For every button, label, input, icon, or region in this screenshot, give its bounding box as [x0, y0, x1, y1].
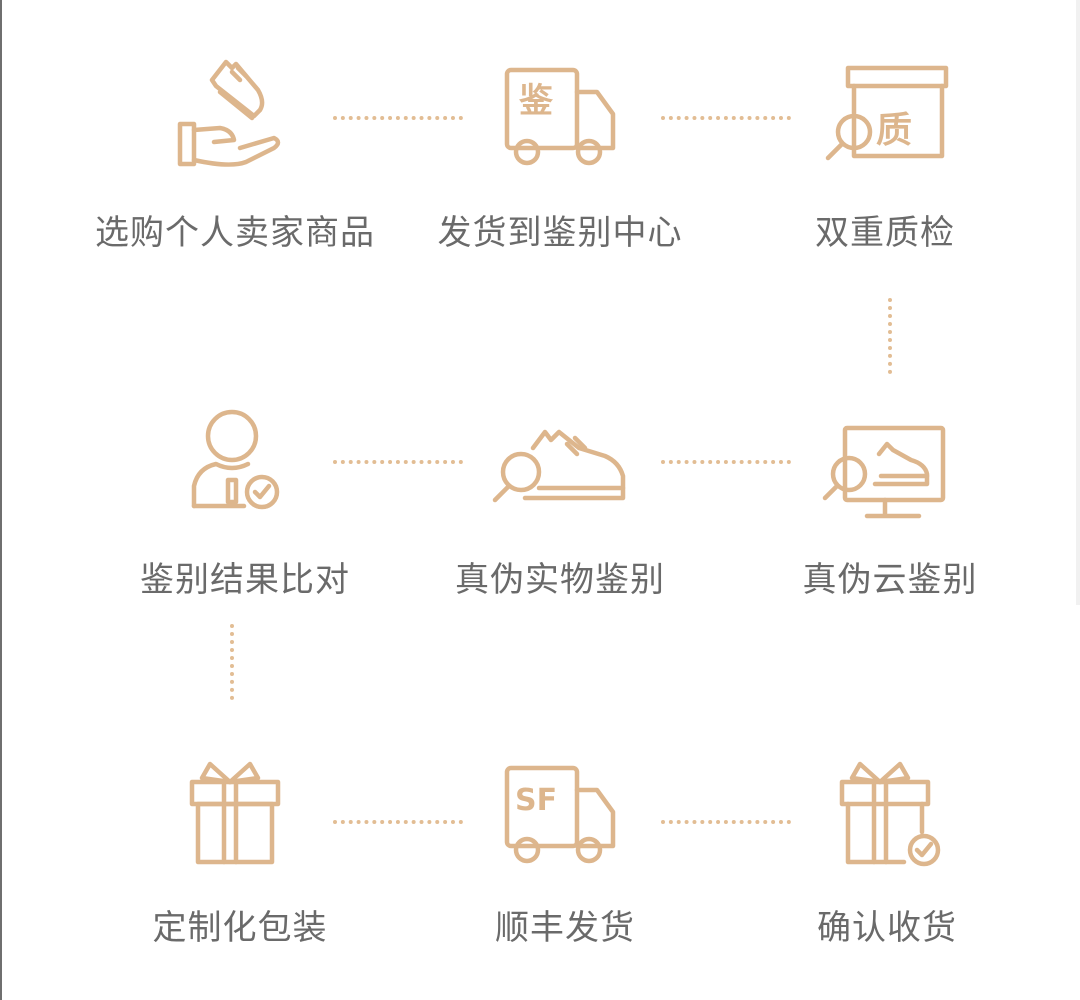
connector-dots	[661, 116, 791, 120]
gift-box-icon	[189, 761, 281, 865]
step-label: 真伪云鉴别	[802, 560, 978, 600]
step-physical-auth	[410, 406, 710, 521]
connector-dots	[333, 116, 463, 120]
step-custom-package	[85, 752, 385, 870]
sf-truck-icon: SF	[504, 765, 616, 864]
svg-text:鉴: 鉴	[518, 81, 553, 121]
connector-dots	[333, 460, 463, 464]
hand-shoe-icon	[177, 59, 281, 167]
connector-dots	[661, 460, 791, 464]
step-label: 发货到鉴别中心	[437, 213, 683, 253]
step-quality-check: 质	[735, 52, 1035, 177]
left-frame-border	[0, 0, 2, 1000]
quality-box-icon: 质	[825, 65, 949, 161]
step-cloud-auth	[735, 406, 1035, 531]
connector-dots	[888, 298, 892, 374]
truck-icon: 鉴	[504, 67, 616, 166]
step-select-item	[85, 52, 385, 177]
scrollbar-track[interactable]	[1076, 0, 1080, 605]
step-sf-delivery: SF	[410, 752, 710, 870]
step-label: 确认收货	[817, 908, 957, 948]
gift-check-icon	[839, 761, 941, 867]
step-label: 鉴别结果比对	[140, 560, 350, 600]
step-label: 定制化包装	[152, 908, 328, 948]
monitor-shoe-icon	[822, 425, 946, 519]
connector-dots	[661, 820, 791, 824]
svg-text:质: 质	[876, 110, 912, 151]
shoe-magnifier-icon	[492, 429, 626, 503]
step-ship-center: 鉴	[410, 52, 710, 177]
step-label: 顺丰发货	[495, 908, 635, 948]
connector-dots	[333, 820, 463, 824]
connector-dots	[230, 624, 234, 700]
step-label: 双重质检	[815, 213, 955, 253]
step-confirm-receipt	[735, 752, 1035, 870]
step-result-compare	[85, 406, 385, 521]
svg-text:SF: SF	[515, 783, 557, 818]
verified-person-icon	[191, 409, 280, 510]
step-label: 选购个人卖家商品	[95, 213, 375, 253]
step-label: 真伪实物鉴别	[455, 560, 665, 600]
